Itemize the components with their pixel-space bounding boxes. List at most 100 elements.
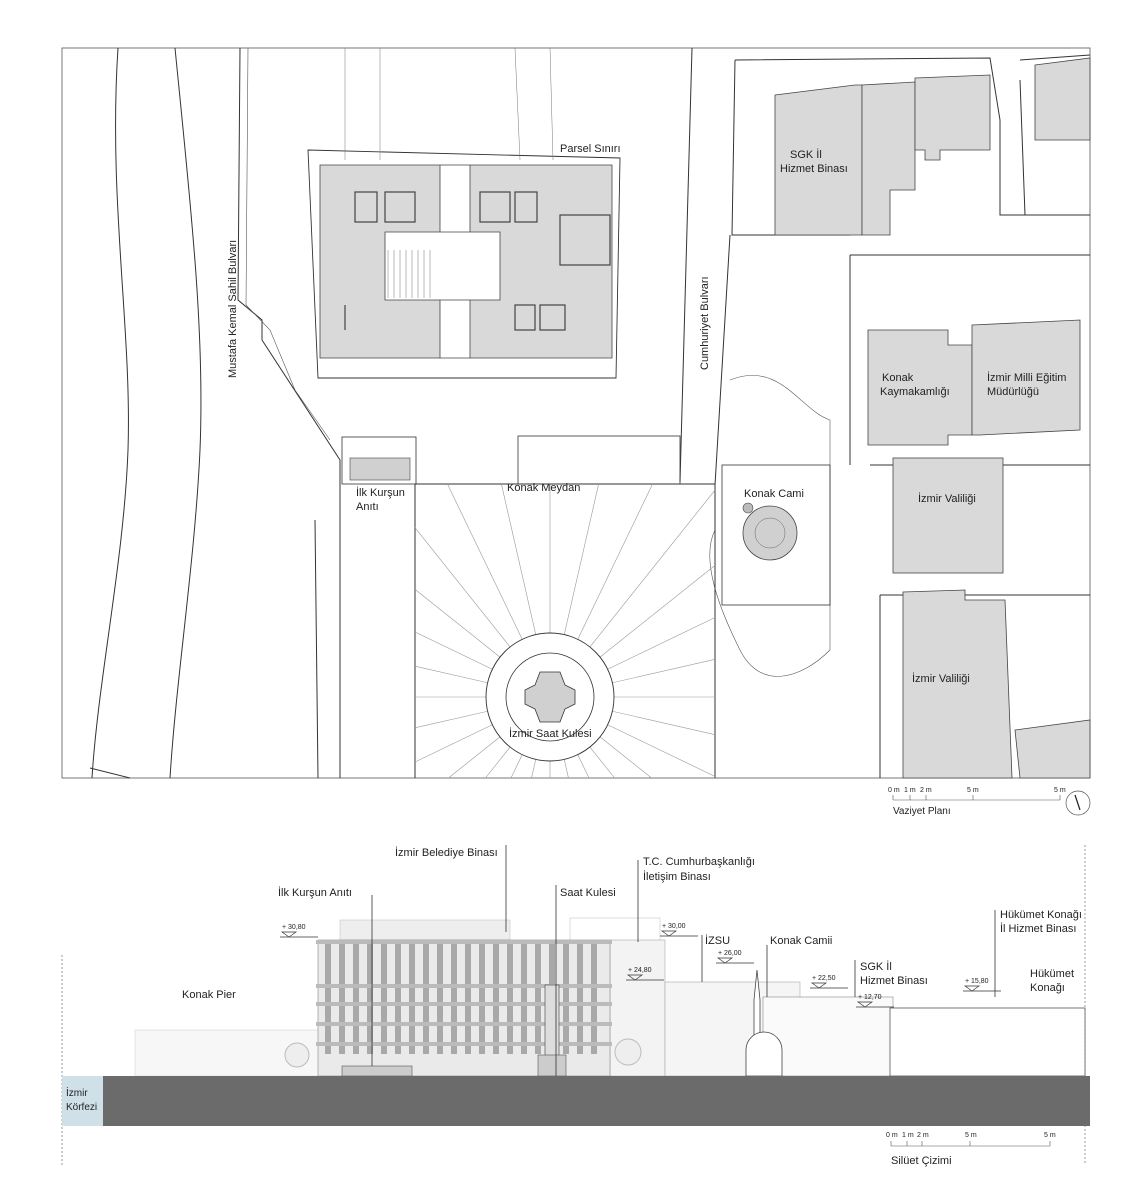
radial-line	[485, 746, 511, 779]
plan-scale-bar: 0 m 1 m 2 m 5 m 5 m Vaziyet Planı	[888, 787, 1091, 817]
elevation-marker: + 24,80	[626, 967, 664, 981]
izmir-korfezi-sea	[62, 1076, 103, 1126]
sahil-bulvari-label: Mustafa Kemal Sahil Bulvarı	[227, 240, 239, 378]
radial-line	[501, 483, 537, 635]
facade-mullion	[451, 944, 457, 1054]
facade-mullion	[591, 944, 597, 1054]
ilk-kursun-plot	[341, 436, 417, 485]
elevation-value: + 22,50	[812, 975, 836, 982]
scale-tick: 5 m	[1054, 787, 1066, 794]
elevation-marker: + 15,80	[963, 978, 1001, 992]
parcel-boundary	[307, 149, 621, 379]
milli-egitim-label: İzmir Milli Eğitim	[987, 371, 1066, 384]
scale-tick: 5 m	[965, 1132, 977, 1139]
kaymakamlik-label-2: Kaymakamlığı	[880, 386, 950, 398]
ilk-kursun-monument	[349, 457, 411, 481]
sgk-label: SGK İl	[790, 148, 822, 161]
parcel-label: Parsel Sınırı	[560, 143, 621, 155]
valilik-label-2: İzmir Valiliği	[912, 672, 970, 685]
radial-line	[563, 483, 599, 635]
facade-mullion	[325, 944, 331, 1054]
facade-mullion	[521, 944, 527, 1054]
facade-mullion	[493, 944, 499, 1054]
cumhuriyet-road-edge	[679, 47, 693, 483]
cumhuriyet-bulvari-label: Cumhuriyet Bulvarı	[699, 276, 711, 370]
silhouette-scale-bar: 0 m 1 m 2 m 5 m 5 m Silüet Çizimi	[886, 1132, 1056, 1167]
saat-kulesi-footprint	[524, 671, 576, 723]
scale-tick: 5 m	[1044, 1132, 1056, 1139]
radial-line	[599, 565, 716, 658]
konak-cami-label: Konak Cami	[744, 488, 804, 500]
meydan-radial-lines	[414, 483, 716, 779]
north-arrow-icon	[1065, 790, 1091, 816]
site-plan: Parsel Sınırı Mustafa Kemal Sahil Bulvar…	[61, 47, 1091, 817]
konak-meydan-label: Konak Meydan	[507, 482, 580, 494]
konak-camii-label: Konak Camii	[770, 935, 832, 947]
valilik-building-2	[902, 589, 1013, 779]
radial-line	[414, 710, 488, 729]
hukumet-il-label: Hükümet Konağı	[1000, 909, 1082, 921]
valilik-label-1: İzmir Valiliği	[918, 492, 976, 505]
ilk-kursun-label-2: Anıtı	[356, 501, 379, 513]
elevation-value: + 30,00	[662, 923, 686, 930]
radial-line	[589, 489, 716, 648]
facade-mullion	[381, 944, 387, 1054]
facade-mullion	[395, 944, 401, 1054]
silhouette-title: Silüet Çizimi	[891, 1155, 952, 1167]
sgk-elev-label-2: Hizmet Binası	[860, 975, 928, 987]
elevation-value: + 12,70	[858, 994, 882, 1001]
silhouette: + 30,80 + 30,00 + 24,80 + 26,00 + 22,50 + 12,…	[61, 845, 1090, 1167]
radial-line	[448, 736, 501, 779]
hukumet-il-label-2: İl Hizmet Binası	[1000, 922, 1076, 935]
scale-tick: 1 m	[902, 1132, 914, 1139]
scale-tick: 2 m	[917, 1132, 929, 1139]
facade-mullion	[577, 944, 583, 1054]
radial-line	[447, 483, 523, 640]
konak-cami-plot	[721, 464, 831, 606]
scale-tick: 2 m	[920, 787, 932, 794]
sahil-road-edge	[169, 47, 202, 779]
ground-section	[103, 1076, 1090, 1126]
facade-mullion	[437, 944, 443, 1054]
facade-mullion	[563, 944, 569, 1054]
saat-kulesi-elev-label: Saat Kulesi	[560, 887, 616, 899]
elevation-marker: + 26,00	[716, 950, 754, 964]
facade-mullion	[423, 944, 429, 1054]
scale-tick: 1 m	[904, 787, 916, 794]
milli-egitim-label-2: Müdürlüğü	[987, 386, 1039, 398]
sgk-label-2: Hizmet Binası	[780, 163, 848, 175]
elevation-markers: + 30,80 + 30,00 + 24,80 + 26,00 + 22,50 + 12,…	[280, 923, 1001, 1008]
elevation-value: + 15,80	[965, 978, 989, 985]
scale-tick: 0 m	[888, 787, 900, 794]
saat-kulesi-label: İzmir Saat Kulesi	[509, 727, 592, 740]
valilik-building-1	[892, 457, 1004, 574]
elevation-marker: + 30,00	[660, 923, 698, 937]
facade-mullion	[367, 944, 373, 1054]
radial-line	[414, 589, 501, 658]
elevation-value: + 30,80	[282, 924, 306, 931]
radial-line	[607, 617, 716, 670]
radial-line	[510, 754, 523, 779]
belediye-building	[316, 939, 612, 1077]
coastline	[91, 47, 129, 779]
kaymakamlik-label: Konak	[882, 372, 914, 384]
ilk-kursun-label: İlk Kurşun	[356, 486, 405, 499]
scale-tick: 0 m	[886, 1132, 898, 1139]
facade-mullion	[465, 944, 471, 1054]
scale-tick: 5 m	[967, 787, 979, 794]
belediye-label: İzmir Belediye Binası	[395, 846, 498, 859]
elevation-marker: + 22,50	[810, 975, 848, 989]
mosque-dome	[745, 1031, 783, 1077]
milli-egitim-building	[971, 319, 1081, 436]
radial-line	[531, 759, 537, 779]
korfez-label-2: Körfezi	[66, 1102, 97, 1113]
plan-title: Vaziyet Planı	[893, 806, 951, 817]
proposed-building	[319, 164, 613, 359]
radial-line	[414, 724, 493, 763]
radial-line	[414, 527, 511, 648]
hukumet-konagi	[889, 1007, 1086, 1077]
hukumet-label-2: Konağı	[1030, 982, 1065, 994]
radial-line	[414, 631, 493, 670]
konak-pier-label: Konak Pier	[182, 989, 236, 1001]
